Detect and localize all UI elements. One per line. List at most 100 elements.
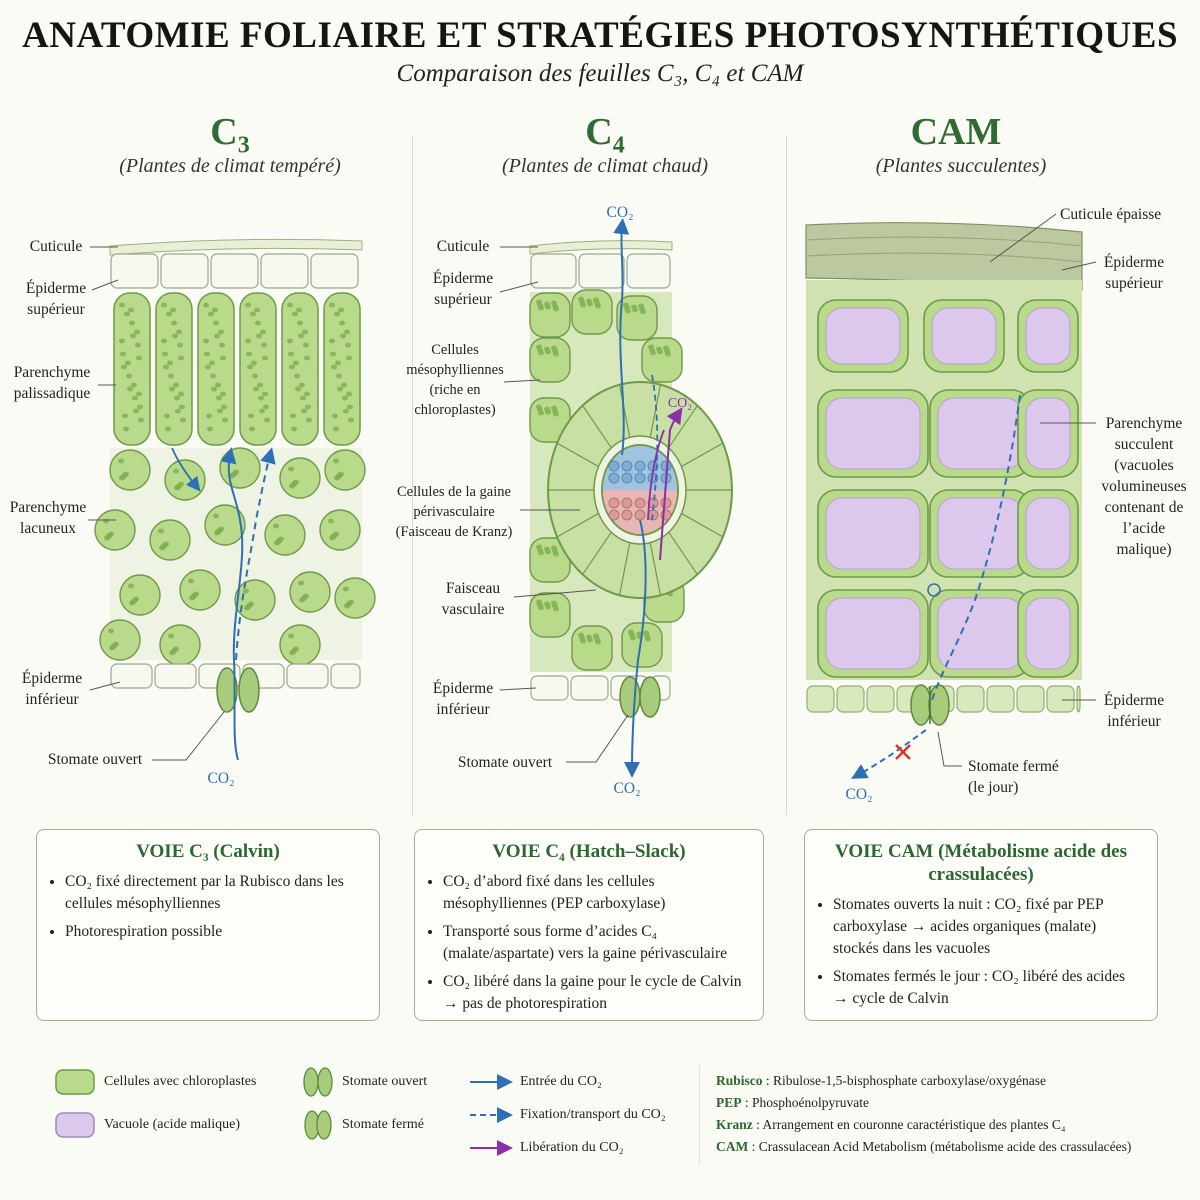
chloroplast — [161, 338, 167, 344]
epidermis-cell — [1046, 685, 1075, 713]
chloroplast — [103, 518, 109, 524]
chloroplast — [348, 599, 354, 605]
chloroplast — [340, 333, 346, 339]
chloroplast — [136, 391, 142, 397]
chloroplast — [173, 382, 179, 388]
xylem-cell — [608, 472, 620, 484]
c3-pathway-box: VOIE C₃ (Calvin) CO₂ fixé directement pa… — [36, 829, 380, 1021]
chloroplast — [625, 308, 631, 314]
stoma-closed-icon — [304, 1110, 332, 1140]
chloroplast — [178, 391, 184, 397]
stoma-open-icon — [303, 1067, 333, 1097]
chloroplast — [346, 355, 352, 361]
chloroplast — [292, 311, 298, 317]
chloroplast — [538, 550, 544, 556]
chloroplast — [222, 417, 228, 423]
chloroplast — [162, 351, 168, 357]
vacuole-icon — [55, 1112, 95, 1138]
chloroplast — [215, 382, 221, 388]
list-item: Transporté sous forme d’acides C₄ (malat… — [443, 921, 749, 965]
chloroplast — [288, 351, 294, 357]
c4-label-bundle-sheath: Cellules de la gaine périvasculaire (Fai… — [395, 484, 513, 540]
chloroplast — [264, 417, 270, 423]
chloroplast — [339, 320, 345, 326]
chloroplast — [255, 320, 261, 326]
chloroplast — [297, 320, 303, 326]
chloroplast — [243, 588, 249, 594]
chloroplast — [335, 360, 341, 366]
chloroplast — [188, 578, 194, 584]
xylem-cell — [621, 460, 633, 472]
spongy-cell — [119, 574, 161, 616]
chloroplast — [219, 342, 225, 348]
chloroplast — [252, 373, 258, 379]
chloroplast — [257, 382, 263, 388]
vacuole — [825, 497, 921, 570]
chloroplast — [163, 364, 169, 370]
chloroplast — [290, 413, 296, 419]
chloroplast — [333, 426, 339, 432]
epidermis-cell — [626, 253, 671, 289]
epidermis-cell — [956, 685, 985, 713]
chloroplast — [303, 342, 309, 348]
chloroplast — [180, 417, 186, 423]
chloroplast — [220, 391, 226, 397]
chloroplast — [216, 395, 222, 401]
xylem-cell — [634, 472, 646, 484]
chloroplast — [343, 586, 349, 592]
chloroplast — [221, 404, 227, 410]
chloroplast — [301, 408, 307, 414]
chloroplast — [338, 307, 344, 313]
phloem-cell — [634, 497, 646, 509]
chloroplast — [256, 333, 262, 339]
chloroplast — [248, 601, 254, 607]
c4-label-lower-epidermis: Épiderme inférieur — [432, 680, 494, 718]
spongy-cell — [159, 624, 201, 666]
chloroplast — [306, 417, 312, 423]
chloroplast — [136, 355, 142, 361]
chloroplast — [203, 338, 209, 344]
chloroplast — [553, 351, 559, 357]
spongy-cell — [319, 509, 361, 551]
c3-label-stoma-open: Stomate ouvert — [47, 751, 143, 768]
chloroplast — [630, 635, 636, 641]
legend-stoma-closed: Stomate fermé — [342, 1117, 425, 1132]
chloroplast — [163, 541, 169, 547]
spongy-cell — [109, 449, 151, 491]
chloroplast — [128, 583, 134, 589]
chloroplast — [538, 605, 544, 611]
chloroplast — [133, 596, 139, 602]
leaf-diagrams — [88, 213, 1097, 779]
epidermis-cell — [1016, 685, 1045, 713]
palisade-cell — [323, 292, 361, 446]
c3-pathway-title: VOIE C₃ (Calvin) — [136, 841, 280, 862]
c4-description: (Plantes de climat chaud) — [501, 155, 709, 177]
mesophyll-cell — [529, 337, 571, 383]
chloroplast — [250, 311, 256, 317]
stoma-open-icon — [216, 667, 260, 713]
chloroplast — [338, 471, 344, 477]
chloroplast — [302, 329, 308, 335]
vacuole — [825, 307, 901, 365]
chloroplast — [165, 426, 171, 432]
c3-label-spongy: Parenchyme lacuneux — [9, 499, 87, 537]
xylem-cell — [634, 460, 646, 472]
vacuole — [1025, 397, 1071, 470]
chloroplast — [553, 551, 559, 557]
chloroplast — [127, 386, 133, 392]
chloroplast — [233, 469, 239, 475]
chloroplast — [137, 404, 143, 410]
sheath-wall — [618, 542, 631, 596]
chloroplast — [220, 355, 226, 361]
spongy-cell — [289, 571, 331, 613]
chloroplast — [161, 302, 167, 308]
cam-label-upper-epidermis: Épiderme supérieur — [1103, 254, 1165, 292]
c4-label-upper-epidermis: Épiderme supérieur — [432, 270, 494, 308]
chloroplast — [333, 458, 339, 464]
chloroplast — [304, 355, 310, 361]
chloroplast — [278, 536, 284, 542]
chloroplast — [595, 639, 601, 645]
legend-co2-fixation: Fixation/transport du CO₂ — [520, 1107, 666, 1122]
chloroplast — [288, 466, 294, 472]
chloroplast — [168, 633, 174, 639]
